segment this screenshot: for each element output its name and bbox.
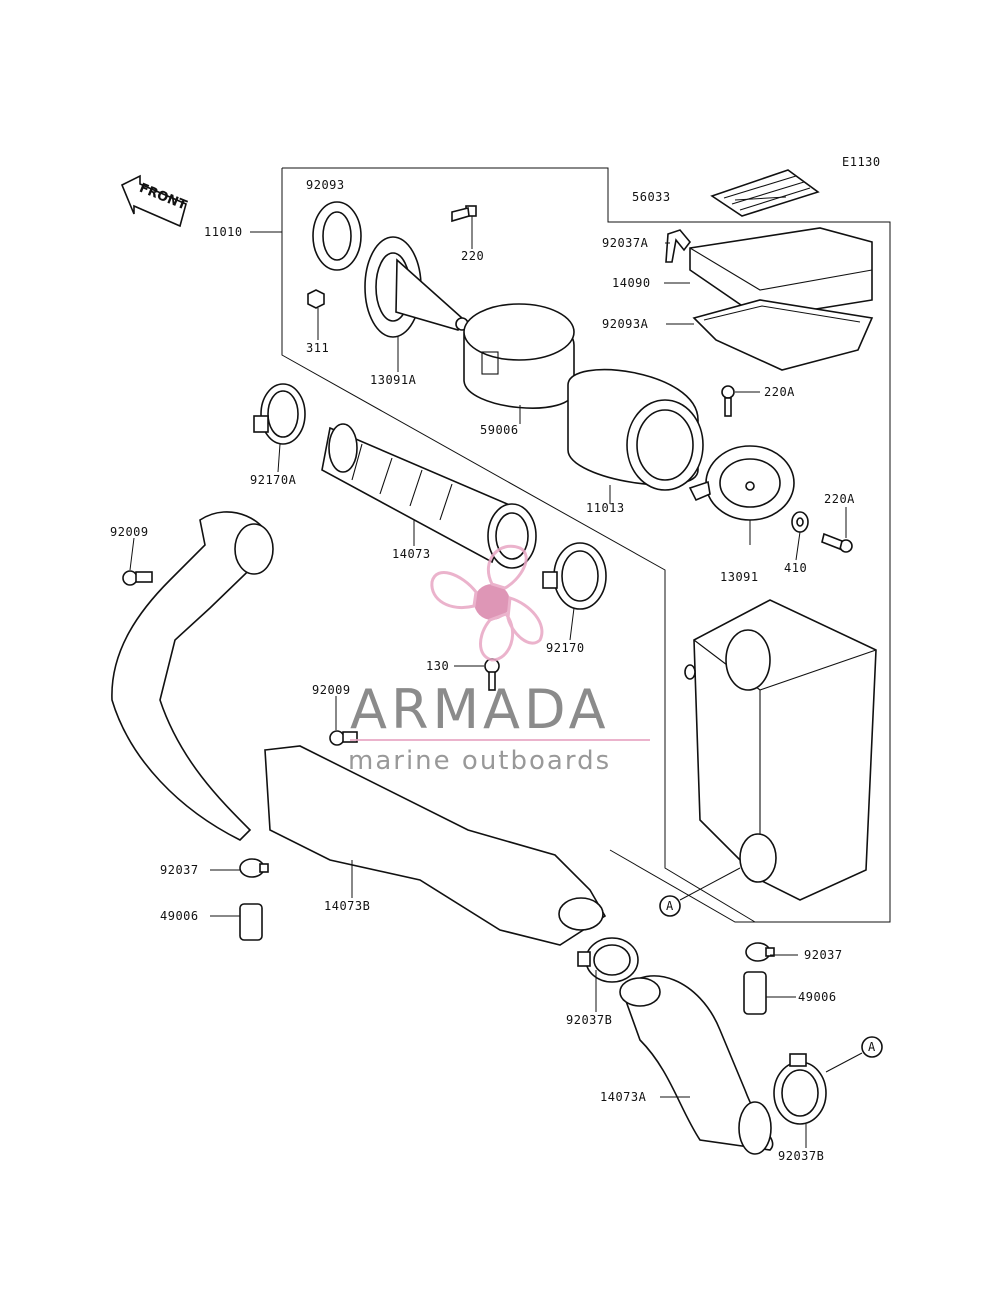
label-49006-left: 49006 (160, 909, 199, 923)
label-220A-lower: 220A (824, 492, 855, 506)
filter-element-59006 (463, 303, 575, 409)
label-49006-right: 49006 (798, 990, 837, 1004)
svg-text:A: A (868, 1040, 876, 1054)
label-56033: 56033 (632, 190, 671, 204)
clamp-92037-left (239, 858, 269, 878)
washer-410 (791, 511, 809, 533)
duct-14073A (619, 975, 774, 1155)
label-92009-upper: 92009 (110, 525, 149, 539)
callout-A-left: A (659, 867, 741, 917)
clamp-92037-right (745, 942, 775, 962)
leader-lines (129, 196, 847, 1148)
assembly-frame (281, 167, 891, 923)
label-11010: 11010 (204, 225, 243, 239)
clamp-92170 (542, 542, 607, 610)
label-13091: 13091 (720, 570, 759, 584)
label-92037-right: 92037 (804, 948, 843, 962)
air-box-case (684, 599, 877, 901)
label-220: 220 (461, 249, 484, 263)
label-14073B: 14073B (324, 899, 370, 913)
label-92037B-right: 92037B (778, 1149, 824, 1163)
label-92037A: 92037A (602, 236, 649, 250)
nut-311 (307, 289, 325, 309)
callout-A-right: A (825, 1036, 883, 1073)
holder-13091A (364, 236, 469, 338)
label-92009-lower: 92009 (312, 683, 351, 697)
label-311: 311 (306, 341, 329, 355)
cover-plate-56033 (710, 169, 820, 217)
label-13091A: 13091A (370, 373, 417, 387)
label-92170A: 92170A (250, 473, 297, 487)
hose-49006-left (239, 903, 263, 941)
foam-filter-11013 (567, 368, 704, 491)
duct-left-assembly (111, 511, 607, 946)
label-410: 410 (784, 561, 807, 575)
clip-92037A (665, 229, 692, 263)
label-11013: 11013 (586, 501, 625, 515)
label-92037-left: 92037 (160, 863, 199, 877)
front-arrow-icon: FRONT (120, 174, 189, 228)
watermark-name: ARMADA (350, 678, 610, 741)
watermark-tagline: marine outboards (348, 746, 611, 776)
bolt-92009-lower (329, 730, 358, 746)
hose-49006-right (743, 971, 767, 1015)
label-220A-upper: 220A (764, 385, 795, 399)
label-92093: 92093 (306, 178, 345, 192)
clamp-92037B-right (773, 1053, 827, 1125)
bolt-92009-upper (122, 570, 153, 586)
cover-14090 (689, 227, 874, 371)
label-14090: 14090 (612, 276, 651, 290)
svg-text:A: A (666, 899, 674, 913)
propeller-logo-icon (430, 544, 544, 662)
watermark: ARMADA marine outboards (348, 544, 650, 776)
clamp-92037B-middle (577, 937, 639, 983)
diagram-code: E1130 (842, 155, 881, 169)
part-labels: 11010 92093 220 311 13091A 59006 11013 5… (110, 178, 855, 1163)
label-92170: 92170 (546, 641, 585, 655)
bolt-220A-upper (721, 385, 735, 417)
bolt-220A-lower (821, 532, 853, 553)
label-130: 130 (426, 659, 449, 673)
label-59006: 59006 (480, 423, 519, 437)
clamp-92170A (253, 383, 306, 445)
seal-ring-92093 (312, 201, 362, 271)
bolt-220 (451, 205, 477, 223)
bolt-130 (484, 658, 500, 691)
label-92037B-middle: 92037B (566, 1013, 612, 1027)
label-14073: 14073 (392, 547, 431, 561)
cap-13091 (688, 445, 795, 521)
label-14073A: 14073A (600, 1090, 647, 1104)
label-92093A: 92093A (602, 317, 649, 331)
